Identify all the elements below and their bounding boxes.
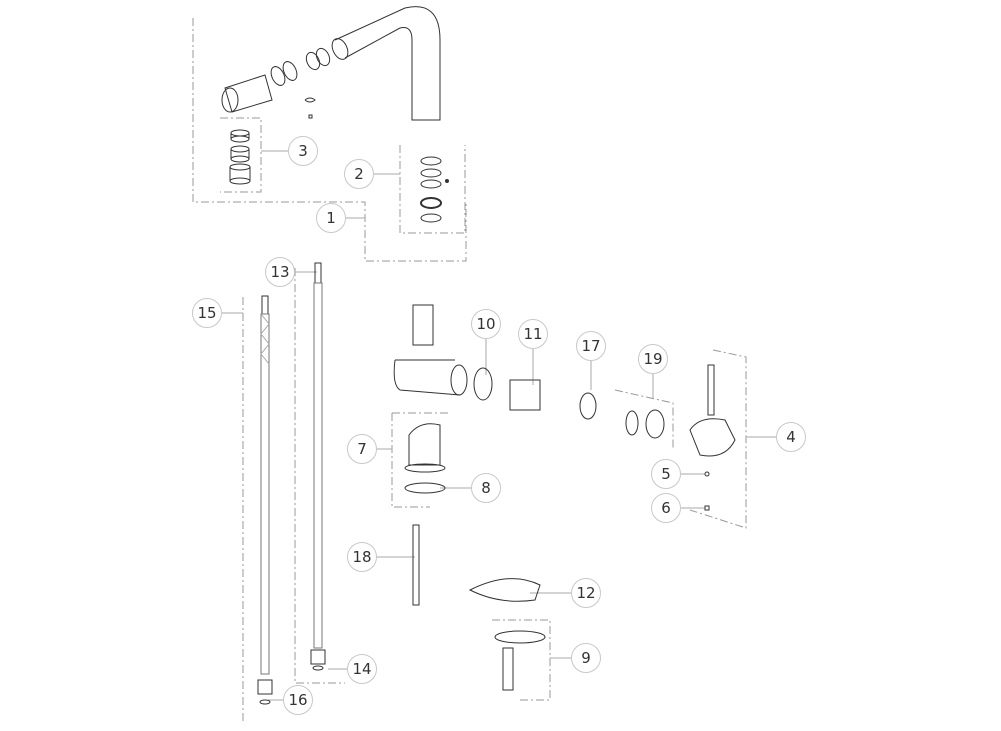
callout-18: 18 (347, 542, 377, 572)
callout-6: 6 (651, 493, 681, 523)
callout-9: 9 (571, 643, 601, 673)
callout-10: 10 (471, 309, 501, 339)
callout-4: 4 (776, 422, 806, 452)
group-boundaries (192, 18, 747, 723)
callout-19: 19 (638, 344, 668, 374)
callout-13: 13 (265, 257, 295, 287)
callout-17: 17 (576, 331, 606, 361)
callout-11: 11 (518, 319, 548, 349)
aerator-parts (229, 129, 251, 185)
callout-1: 1 (316, 203, 346, 233)
spout (221, 6, 441, 121)
callout-2: 2 (344, 159, 374, 189)
callout-5: 5 (651, 459, 681, 489)
ring-set (420, 156, 449, 223)
callout-8: 8 (471, 473, 501, 503)
callout-12: 12 (571, 578, 601, 608)
callout-3: 3 (288, 136, 318, 166)
callout-16: 16 (283, 685, 313, 715)
leader-lines (222, 150, 776, 701)
hoses (257, 262, 326, 705)
valve-body (393, 304, 736, 691)
callout-7: 7 (347, 434, 377, 464)
callout-14: 14 (347, 654, 377, 684)
callout-15: 15 (192, 298, 222, 328)
